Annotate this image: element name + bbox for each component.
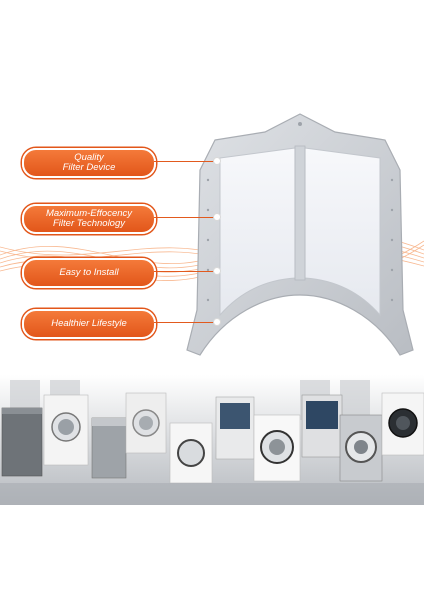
callout-line2: Filter Device [62, 162, 116, 173]
lint-filter-image [186, 113, 414, 356]
leader-line [154, 322, 216, 323]
washing-machines-image [0, 375, 424, 505]
callout-healthier-lifestyle: Healthier Lifestyle [22, 309, 156, 339]
callout-max-efficiency: Maximum-Effocency Filter Technology [22, 204, 156, 234]
leader-dot [214, 214, 220, 220]
callout-line1: Easy to Install [59, 267, 119, 278]
leader-dot [214, 158, 220, 164]
callout-quality-filter: Quality Filter Device [22, 148, 156, 178]
callout-line1: Quality [74, 152, 104, 163]
callout-line1: Healthier Lifestyle [51, 318, 127, 329]
leader-line [154, 217, 216, 218]
leader-dot [214, 268, 220, 274]
leader-line [154, 271, 216, 272]
callout-line1: Maximum-Effocency [45, 208, 133, 219]
callout-line2: Filter Technology [53, 218, 125, 229]
leader-dot [214, 319, 220, 325]
leader-line [154, 161, 216, 162]
callout-easy-install: Easy to Install [22, 258, 156, 288]
